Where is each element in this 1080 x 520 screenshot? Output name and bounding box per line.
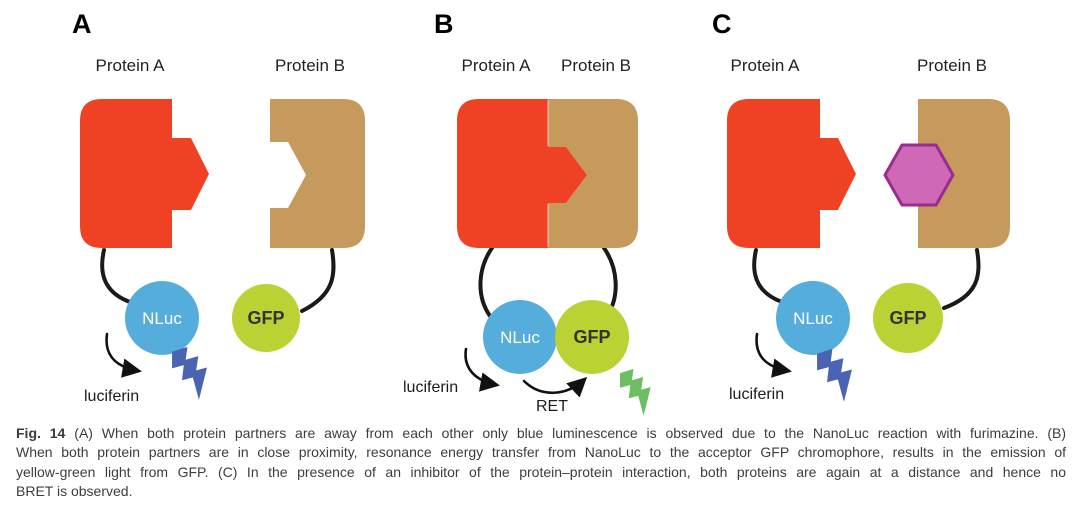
caption-text: (A) When both protein partners are away … — [74, 425, 1066, 441]
caption-line: BRET is observed. — [16, 482, 133, 499]
gfp-label: GFP — [889, 308, 926, 328]
green-emission-bolt-icon — [619, 368, 651, 416]
luciferin-arrow — [105, 332, 142, 378]
nluc-circle — [125, 281, 199, 355]
protein-a-label: Protein A — [462, 56, 532, 75]
nluc-label: NLuc — [793, 309, 833, 328]
protein-b-shape — [548, 99, 638, 248]
panel-label: A — [72, 9, 92, 39]
panel-label: B — [434, 9, 454, 39]
luciferin-arrow — [755, 332, 792, 378]
nluc-label: NLuc — [142, 309, 182, 328]
protein-b-shape — [270, 99, 365, 248]
caption-line: When both protein partners are in close … — [16, 444, 1066, 461]
caption-line: Fig. 14 (A) When both protein partners ar… — [16, 424, 1066, 443]
protein-b-shape — [918, 99, 1010, 248]
panel-label: C — [712, 9, 732, 39]
figure-caption-label: Fig. 14 — [16, 425, 66, 441]
panel-b: B Protein A Protein B NLuc GFP luciferin… — [403, 9, 651, 416]
panel-a: A Protein A Protein B NLuc GFP luciferin — [72, 9, 365, 405]
protein-a-label: Protein A — [96, 56, 166, 75]
protein-a-label: Protein A — [731, 56, 801, 75]
luciferin-label: luciferin — [84, 388, 139, 405]
luciferin-arrow — [464, 347, 500, 392]
gfp-circle — [232, 284, 300, 352]
nluc-tether — [100, 248, 132, 304]
protein-a-shape — [80, 99, 209, 248]
protein-a-shape — [727, 99, 856, 248]
luciferin-label: luciferin — [403, 379, 458, 396]
blue-emission-bolt-icon — [172, 346, 207, 400]
nluc-circle — [483, 300, 557, 374]
gfp-tether — [942, 248, 981, 310]
bret-diagram: A Protein A Protein B NLuc GFP luciferin… — [72, 9, 1010, 416]
gfp-label: GFP — [247, 308, 284, 328]
inhibitor-hexagon-icon — [883, 143, 955, 207]
ret-arrow — [522, 376, 588, 398]
luciferin-label: luciferin — [729, 386, 784, 403]
figure-caption: Fig. 14 (A) When both protein partners ar… — [16, 424, 1066, 501]
protein-b-label: Protein B — [561, 56, 631, 75]
gfp-circle — [555, 300, 629, 374]
gfp-tether — [300, 248, 336, 313]
gfp-circle — [873, 283, 943, 353]
protein-b-label: Protein B — [917, 56, 987, 75]
blue-emission-bolt-icon — [817, 348, 852, 402]
protein-a-shape — [457, 99, 587, 248]
caption-line: yellow-green light from GFP. (C) In the … — [16, 463, 1066, 480]
gfp-label: GFP — [573, 327, 610, 347]
protein-b-label: Protein B — [275, 56, 345, 75]
nluc-circle — [776, 281, 850, 355]
panel-c: C Protein A Protein B NLuc GFP luciferin — [712, 9, 1010, 403]
nluc-label: NLuc — [500, 328, 540, 347]
ret-label: RET — [536, 398, 568, 415]
nluc-tether — [752, 248, 784, 304]
nluc-tether — [478, 246, 494, 318]
